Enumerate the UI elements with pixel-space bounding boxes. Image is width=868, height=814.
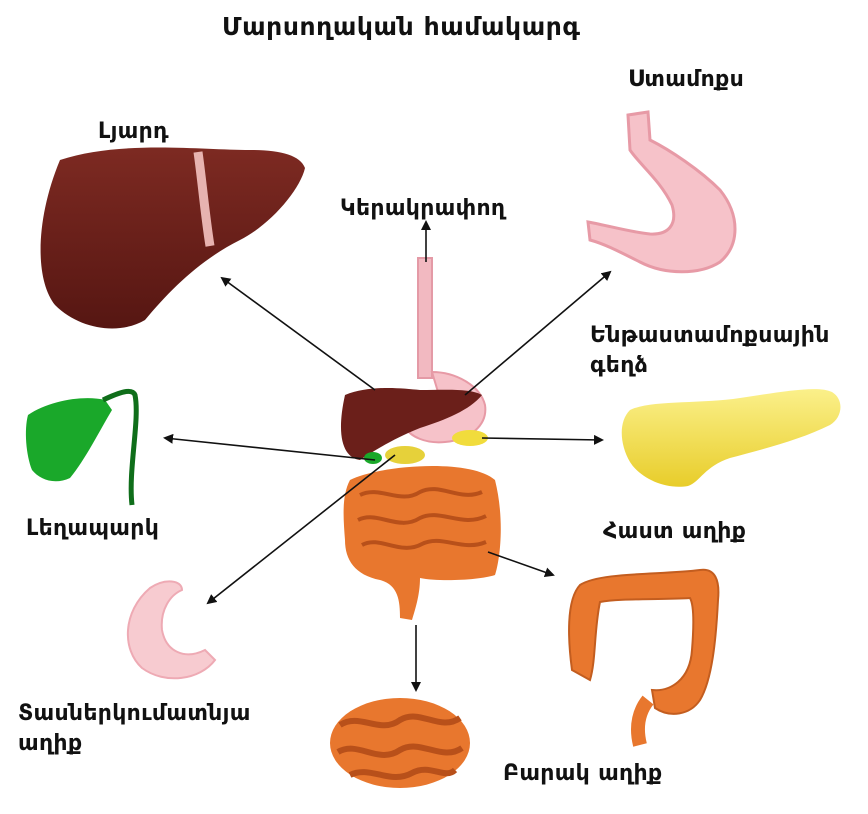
label-pancreas-line1: Ենթաստամոքսային [590, 322, 830, 350]
label-stomach: Ստամոքս [628, 66, 744, 94]
liver-illustration [41, 148, 305, 329]
label-gallbladder: Լեղապարկ [26, 515, 159, 543]
label-large-intestine: Հաստ աղիք [603, 518, 746, 546]
stomach-illustration [588, 112, 735, 272]
label-small-intestine: Բարակ աղիք [503, 760, 662, 788]
label-liver: Լյարդ [98, 118, 169, 146]
arrow-to-liver [222, 278, 375, 390]
arrow-to-pancreas [482, 438, 602, 440]
large-intestine-illustration [569, 570, 718, 745]
arrow-to-stomach [465, 272, 610, 395]
label-pancreas-line2: գեղձ [590, 352, 648, 380]
diagram-title: Մարսողական համակարգ [222, 12, 581, 42]
label-duodenum-line1: Տասներկումատնյա [18, 700, 251, 728]
label-esophagus: Կերակրափող [340, 195, 505, 223]
label-duodenum-line2: աղիք [18, 730, 82, 758]
central-organs-illustration [341, 258, 501, 620]
gallbladder-illustration [26, 391, 136, 505]
small-intestine-illustration [330, 698, 470, 788]
duodenum-illustration [128, 581, 215, 678]
pancreas-illustration [622, 389, 841, 487]
